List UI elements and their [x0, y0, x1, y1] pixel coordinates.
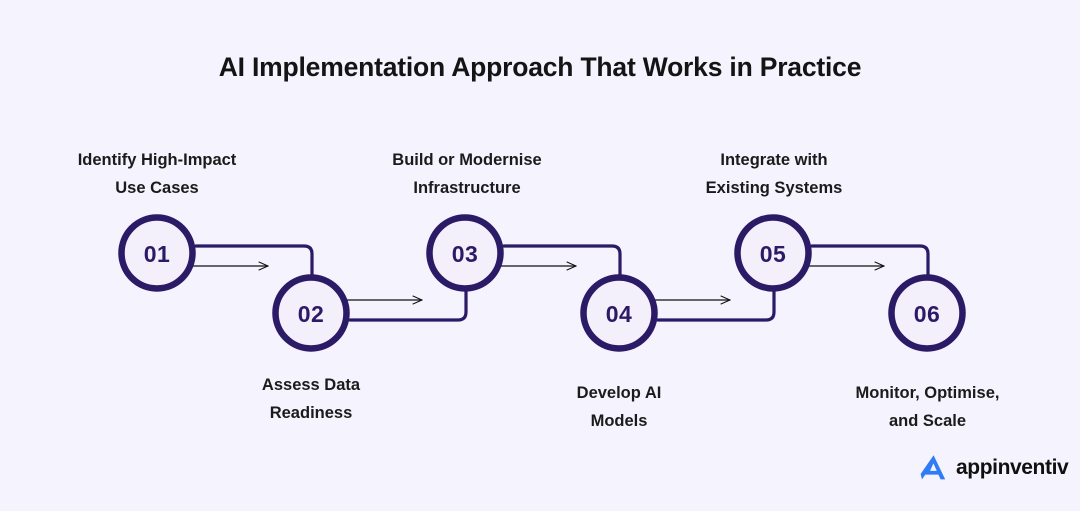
step-label-03: Build or Modernise Infrastructure [392, 151, 542, 198]
step-label-05: Integrate with Existing Systems [705, 151, 843, 198]
step-circle-03[interactable] [426, 214, 504, 292]
step-label-04: Develop AI Models [576, 384, 662, 431]
step-number-03: 03 [451, 241, 479, 267]
connector-03-to-04 [502, 244, 622, 276]
step-circle-04[interactable] [580, 274, 658, 352]
step-circle-02[interactable] [272, 274, 350, 352]
connector-02-to-03 [348, 290, 468, 322]
connector-05-to-06 [810, 244, 930, 276]
step-number-01: 01 [143, 241, 171, 267]
appinventiv-a-logomark [920, 455, 946, 480]
step-number-02: 02 [297, 301, 325, 327]
step-circle-01[interactable] [118, 214, 196, 292]
step-label-06: Monitor, Optimise, and Scale [855, 384, 1000, 431]
page-title: AI Implementation Approach That Works in… [218, 52, 862, 82]
brand-name: appinventiv [956, 455, 1069, 479]
step-label-01: Identify High-Impact Use Cases [77, 151, 237, 198]
connector-01-to-02 [194, 244, 314, 276]
step-circle-06[interactable] [888, 274, 966, 352]
step-label-02: Assess Data Readiness [261, 376, 361, 423]
step-number-05: 05 [759, 241, 787, 267]
step-circle-05[interactable] [734, 214, 812, 292]
brand-logo: appinventiv [918, 452, 1069, 483]
step-number-04: 04 [605, 301, 633, 327]
step-number-06: 06 [913, 301, 941, 327]
connector-04-to-05 [656, 290, 776, 322]
